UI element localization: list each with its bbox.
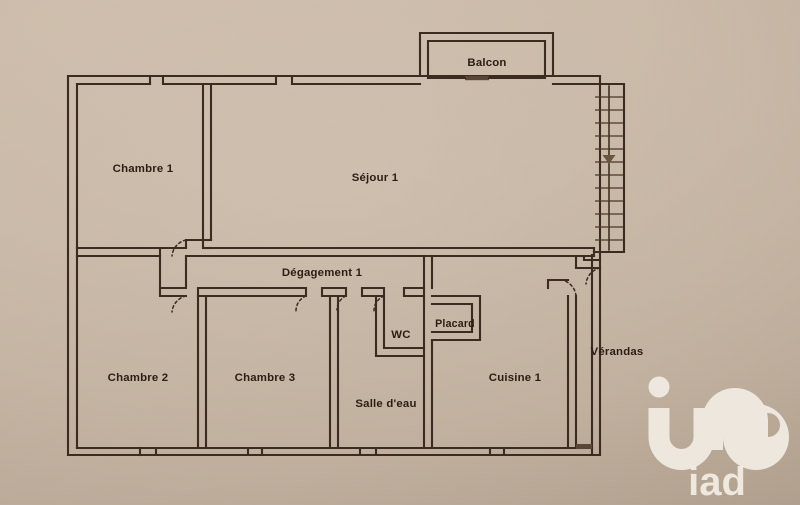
wall-chambre3-salledeau (328, 294, 340, 450)
room-label-chambre-1: Chambre 1 (113, 163, 174, 175)
staircase (592, 82, 626, 254)
veranda-sill (576, 444, 592, 449)
room-label-chambre-2: Chambre 2 (108, 372, 169, 384)
placard-enclosure (430, 294, 482, 342)
wall-sejour-degagement (75, 246, 596, 258)
wall-chambre2-chambre3 (196, 294, 208, 450)
room-label-chambre-3: Chambre 3 (235, 372, 296, 384)
exterior-walls (66, 74, 602, 457)
door-swing-chambre2 (171, 295, 187, 313)
wall-cuisine-verandas (546, 278, 578, 450)
door-swing-chambre3 (295, 295, 307, 312)
stair-direction-arrow (602, 155, 616, 164)
room-labels: Chambre 1 Séjour 1 Balcon Dégagement 1 C… (108, 57, 644, 410)
room-label-verandas: Vérandas (591, 346, 644, 358)
wc-enclosure (374, 294, 426, 358)
room-label-salle-d-eau: Salle d'eau (355, 398, 416, 410)
verandas-entry (574, 254, 602, 285)
room-label-wc: WC (391, 329, 410, 341)
room-label-sejour-1: Séjour 1 (352, 172, 399, 184)
door-swing-verandas-inner (561, 279, 577, 297)
door-swing-verandas-entry (585, 267, 601, 285)
room-label-balcon: Balcon (467, 57, 506, 69)
wall-chambre1-sejour (158, 82, 213, 257)
balcon-outline (418, 31, 555, 81)
wall-salledeau-cuisine (422, 294, 434, 450)
room-label-placard: Placard (435, 318, 475, 330)
stair-treads (595, 96, 623, 241)
room-label-degagement-1: Dégagement 1 (282, 267, 363, 279)
bottom-wall-windows (66, 444, 602, 457)
balcon-door-threshold (465, 76, 489, 81)
door-swing-chambre1 (171, 239, 187, 257)
room-label-cuisine-1: Cuisine 1 (489, 372, 542, 384)
top-wall-windows (66, 74, 602, 86)
wall-degagement-bottom (158, 246, 434, 313)
